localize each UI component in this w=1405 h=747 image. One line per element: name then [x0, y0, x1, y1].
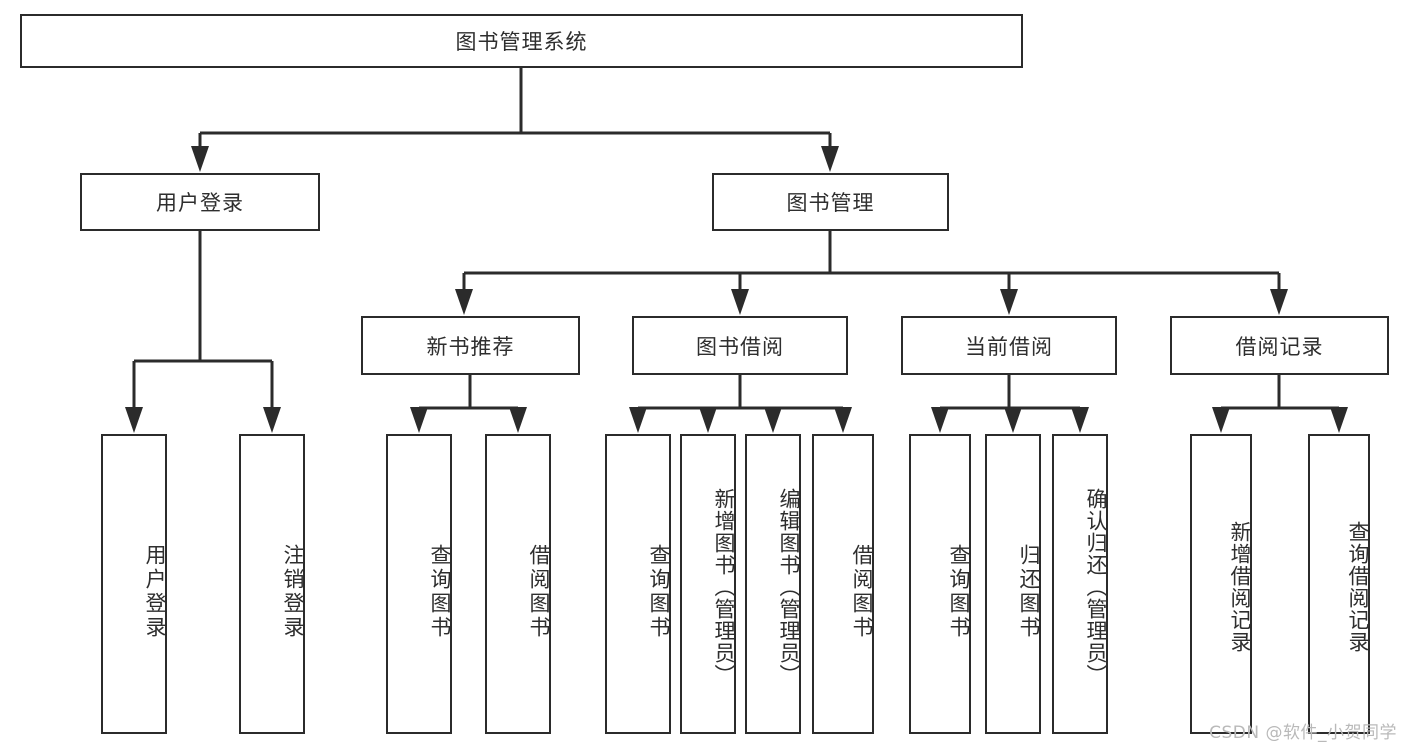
node-label: 图书管理系统	[455, 30, 588, 54]
node-level1-user-login[interactable]: 用户登录	[80, 173, 320, 231]
node-leaf-user-login[interactable]: 用户登录	[101, 434, 167, 734]
node-leaf-return-book[interactable]: 归还图书	[985, 434, 1041, 734]
node-label: 当前借阅	[965, 334, 1053, 359]
node-level1-book-management[interactable]: 图书管理	[712, 173, 949, 231]
node-leaf-borrow-book-recommend[interactable]: 借阅图书	[485, 434, 551, 734]
node-level2-current-borrow[interactable]: 当前借阅	[901, 316, 1117, 375]
node-level2-borrow-record[interactable]: 借阅记录	[1170, 316, 1389, 375]
node-leaf-confirm-return-admin[interactable]: 确认归还（管理员）	[1052, 434, 1108, 734]
node-level2-new-book-recommend[interactable]: 新书推荐	[361, 316, 580, 375]
node-root-图书管理系统[interactable]: 图书管理系统	[20, 14, 1023, 68]
node-leaf-borrow-book[interactable]: 借阅图书	[812, 434, 874, 734]
node-label: 编辑图书（管理员）	[777, 488, 801, 686]
node-label: 借阅记录	[1235, 334, 1324, 359]
node-leaf-logout[interactable]: 注销登录	[239, 434, 305, 734]
node-leaf-add-borrow-record[interactable]: 新增借阅记录	[1190, 434, 1252, 734]
node-label: 借阅图书	[850, 544, 874, 640]
node-label: 新增图书（管理员）	[712, 488, 736, 686]
node-label: 借阅图书	[527, 544, 551, 640]
node-label: 图书管理	[786, 191, 875, 215]
node-label: 查询借阅记录	[1346, 521, 1370, 653]
node-label: 查询图书	[947, 544, 971, 640]
node-label: 查询图书	[428, 544, 452, 640]
node-leaf-query-borrow-record[interactable]: 查询借阅记录	[1308, 434, 1370, 734]
node-label: 查询图书	[647, 544, 671, 640]
node-label: 用户登录	[156, 191, 244, 215]
node-label: 归还图书	[1017, 544, 1041, 640]
node-label: 用户登录	[143, 544, 167, 640]
node-label: 图书借阅	[696, 334, 784, 359]
node-level2-book-borrow[interactable]: 图书借阅	[632, 316, 848, 375]
node-leaf-edit-book-admin[interactable]: 编辑图书（管理员）	[745, 434, 801, 734]
node-leaf-add-book-admin[interactable]: 新增图书（管理员）	[680, 434, 736, 734]
node-label: 新书推荐	[426, 334, 515, 359]
node-label: 确认归还（管理员）	[1084, 488, 1108, 686]
node-leaf-query-book-borrow[interactable]: 查询图书	[605, 434, 671, 734]
node-leaf-query-book-current[interactable]: 查询图书	[909, 434, 971, 734]
node-label: 新增借阅记录	[1228, 521, 1252, 653]
node-label: 注销登录	[281, 544, 305, 640]
node-leaf-query-book-recommend[interactable]: 查询图书	[386, 434, 452, 734]
